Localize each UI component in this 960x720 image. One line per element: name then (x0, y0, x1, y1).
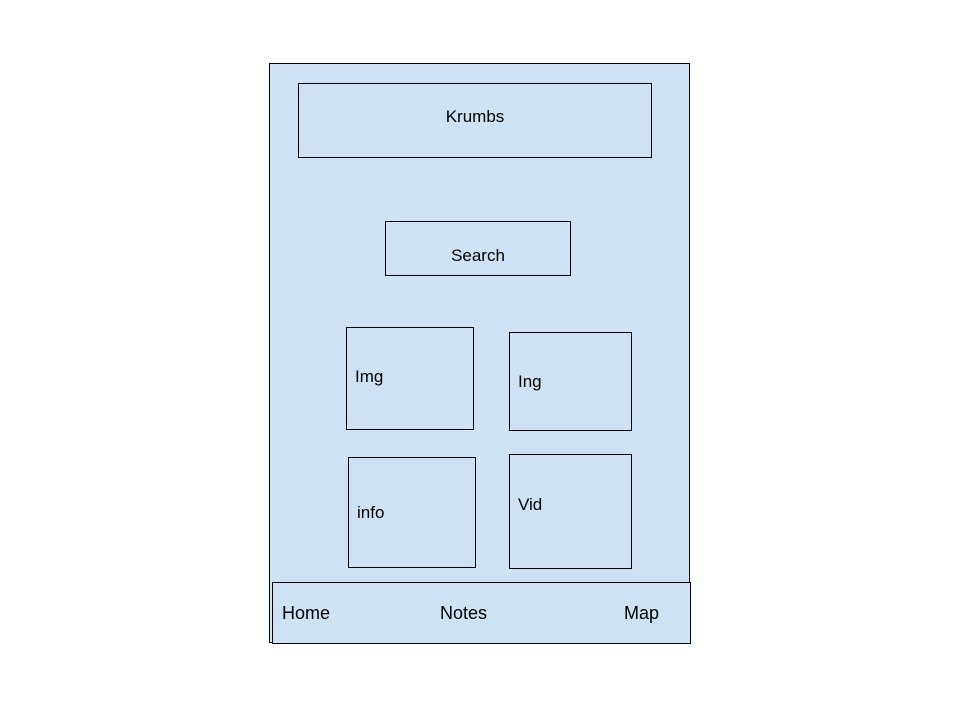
tile-ing[interactable]: Ing (509, 332, 632, 431)
tile-info[interactable]: info (348, 457, 476, 568)
tile-img[interactable]: Img (346, 327, 474, 430)
tile-img-label: Img (355, 366, 384, 386)
tile-ing-label: Ing (518, 371, 542, 391)
tile-vid[interactable]: Vid (509, 454, 632, 569)
bottom-nav-bar: Home Notes Map (272, 582, 691, 644)
nav-item-notes[interactable]: Notes (440, 603, 488, 623)
app-title: Krumbs (445, 106, 505, 126)
tile-vid-label: Vid (518, 495, 543, 514)
tile-info-label: info (357, 502, 385, 522)
search-label: Search (451, 246, 505, 265)
app-title-banner: Krumbs (298, 83, 652, 158)
search-box[interactable]: Search (385, 221, 571, 276)
nav-item-home[interactable]: Home (282, 603, 331, 623)
nav-item-map[interactable]: Map (624, 603, 660, 623)
